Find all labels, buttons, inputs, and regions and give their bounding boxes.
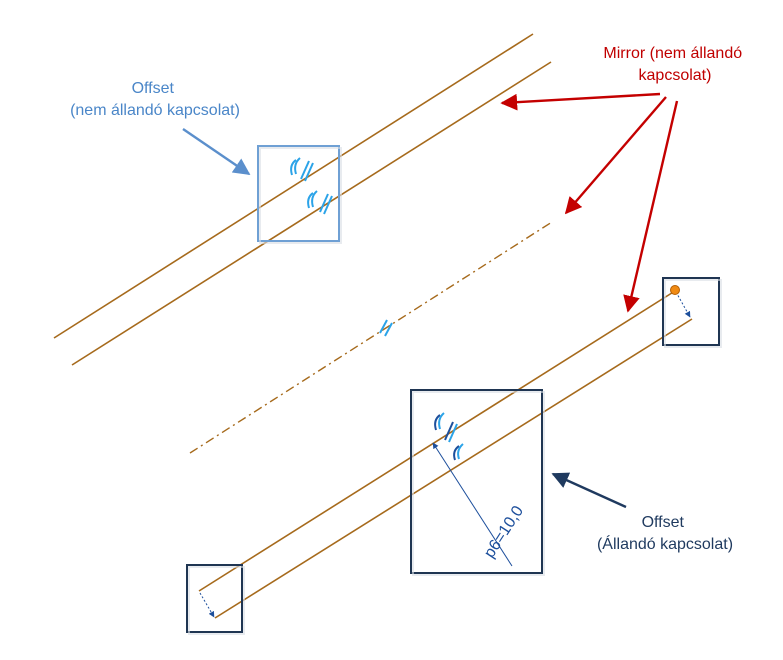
offset-fixed-end-box-top	[662, 277, 720, 346]
offset-free-label-line2: (nem állandó kapcsolat)	[70, 102, 240, 119]
end-arrow-bottom	[199, 592, 215, 618]
endpoint-dot[interactable]	[670, 285, 680, 295]
offset-free-arrow	[182, 128, 251, 175]
mirror-arrow-3	[623, 100, 679, 313]
dimension-label[interactable]: p6=10,0	[481, 503, 527, 561]
upper-line-2[interactable]	[71, 61, 552, 366]
offset-fixed-arrow	[551, 472, 627, 509]
mirror-arrow-1	[500, 92, 661, 111]
mirror-label-line1: Mirror (nem állandó	[603, 45, 742, 62]
offset-fixed-main-box	[410, 389, 543, 574]
lower-line-2[interactable]	[214, 318, 693, 619]
mirror-label-line2: kapcsolat)	[639, 67, 712, 84]
fixed-parallel-constraint-icon	[434, 412, 464, 461]
offset-fixed-label-line1: Offset	[642, 514, 685, 531]
mirror-label: Mirror (nem állandó kapcsolat)	[603, 45, 746, 84]
offset-fixed-label: Offset (Állandó kapcsolat)	[597, 514, 733, 553]
upper-line-1[interactable]	[53, 33, 534, 339]
offset-free-label: Offset (nem állandó kapcsolat)	[70, 80, 240, 119]
axis-constraint-icon	[379, 319, 393, 337]
offset-free-label-line1: Offset	[132, 80, 175, 97]
offset-free-box	[257, 145, 340, 242]
mirror-axis-line[interactable]	[189, 221, 553, 454]
lower-line-1[interactable]	[198, 290, 676, 592]
mirror-arrow-2	[564, 96, 667, 215]
offset-fixed-label-line2: (Állandó kapcsolat)	[597, 534, 733, 553]
dimension-line[interactable]	[432, 442, 513, 567]
end-arrow-top	[675, 291, 691, 318]
parallel-constraint-icon	[290, 157, 333, 215]
offset-fixed-end-box-bottom	[186, 564, 243, 633]
